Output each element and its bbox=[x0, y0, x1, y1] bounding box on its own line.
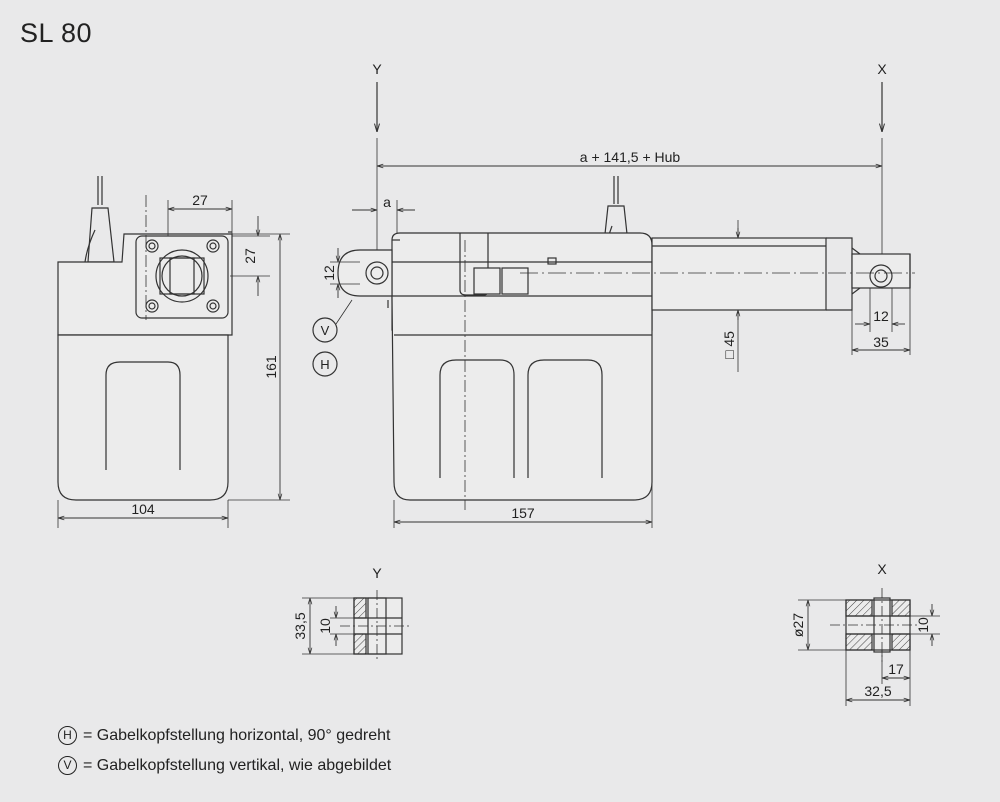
label-view-x: X bbox=[877, 61, 887, 77]
dim-rod-12: 12 bbox=[873, 308, 889, 324]
legend-horizontal: H = Gabelkopfstellung horizontal, 90° ge… bbox=[58, 726, 391, 745]
dim-x-10: 10 bbox=[915, 617, 931, 633]
dim-square-45: □ 45 bbox=[721, 331, 737, 359]
dim-157: 157 bbox=[511, 505, 535, 521]
marker-v-circle bbox=[312, 317, 338, 343]
detail-y bbox=[302, 590, 410, 662]
flange bbox=[135, 235, 229, 319]
dim-rod-35: 35 bbox=[873, 334, 889, 350]
legend-h-symbol: H bbox=[58, 726, 77, 745]
marker-h-circle bbox=[312, 351, 338, 377]
page-title: SL 80 bbox=[20, 18, 93, 48]
legend-vertical: V = Gabelkopfstellung vertikal, wie abge… bbox=[58, 756, 391, 775]
marker-h: H bbox=[320, 357, 329, 372]
detail-x-label: X bbox=[877, 561, 887, 577]
rear-fork bbox=[337, 249, 393, 297]
side-cable bbox=[87, 176, 115, 263]
dim-x-32-5: 32,5 bbox=[864, 683, 891, 699]
dim-27-h: 27 bbox=[192, 192, 208, 208]
dim-a: a bbox=[383, 194, 391, 210]
dim-161: 161 bbox=[263, 355, 279, 379]
dim-27-v: 27 bbox=[242, 248, 258, 264]
marker-v: V bbox=[321, 323, 330, 338]
dim-x-dia-27: ø27 bbox=[790, 613, 806, 637]
label-view-y: Y bbox=[372, 61, 382, 77]
dim-stroke: a + 141,5 + Hub bbox=[580, 149, 681, 165]
legend-v-symbol: V bbox=[58, 756, 77, 775]
legend-v-text: = Gabelkopfstellung vertikal, wie abgebi… bbox=[83, 756, 392, 774]
outer-tube bbox=[651, 237, 827, 311]
side-view bbox=[57, 176, 290, 528]
detail-y-label: Y bbox=[372, 565, 382, 581]
detail-x bbox=[798, 588, 940, 706]
side-housing-lower bbox=[57, 334, 229, 501]
dim-x-17: 17 bbox=[888, 661, 904, 677]
legend-h-text: = Gabelkopfstellung horizontal, 90° gedr… bbox=[83, 726, 391, 744]
dim-y-33-5: 33,5 bbox=[292, 612, 308, 639]
dim-y-10: 10 bbox=[317, 618, 333, 634]
front-view bbox=[312, 82, 915, 528]
dim-104: 104 bbox=[131, 501, 155, 517]
motor-housing-lower bbox=[391, 295, 653, 501]
dim-fork-12: 12 bbox=[321, 265, 337, 281]
